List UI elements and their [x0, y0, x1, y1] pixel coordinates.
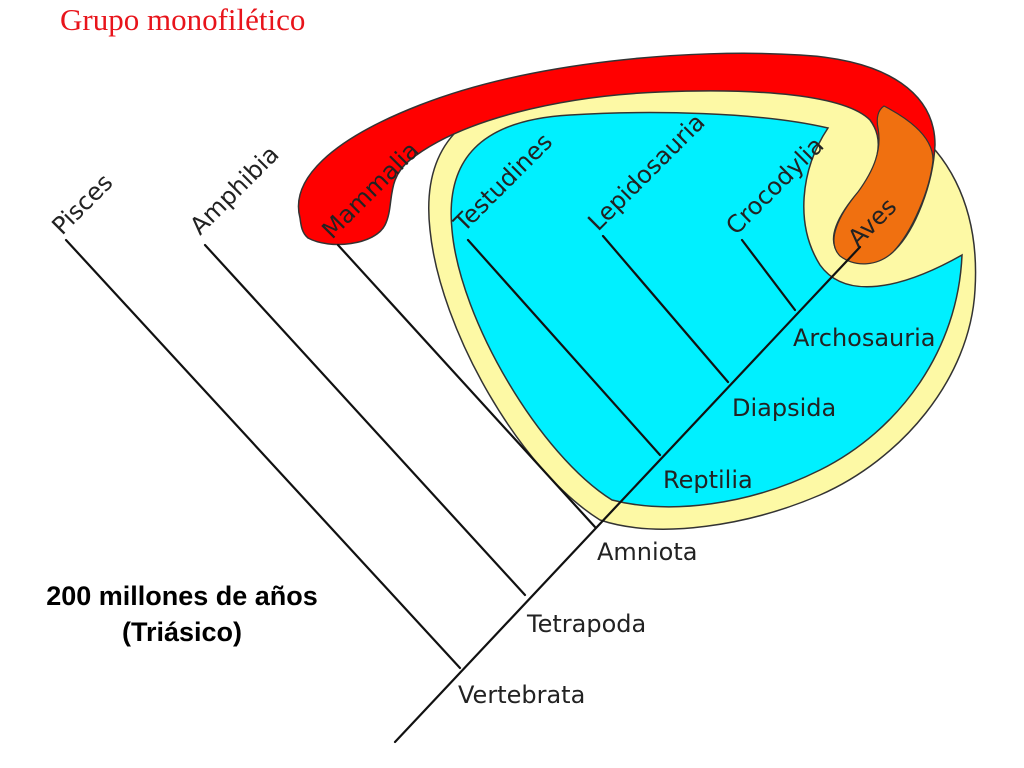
page-title: Grupo monofilético — [60, 2, 306, 37]
taxon-pisces: Pisces — [46, 168, 118, 240]
node-amniota: Amniota — [597, 538, 697, 566]
caption-line-1: 200 millones de años — [46, 581, 318, 611]
time-caption: 200 millones de años (Triásico) — [10, 578, 354, 650]
taxon-amphibia: Amphibia — [184, 140, 284, 240]
node-diapsida: Diapsida — [732, 394, 836, 422]
tree-lines — [64, 234, 862, 744]
node-archosauria: Archosauria — [793, 324, 936, 352]
backbone-line — [393, 245, 862, 744]
branch-mammalia — [336, 243, 597, 529]
node-tetrapoda: Tetrapoda — [526, 610, 646, 638]
branch-testudines — [466, 238, 662, 457]
branch-lepidosauria — [601, 234, 730, 384]
reptilia-region — [450, 111, 963, 508]
branch-amphibia — [203, 243, 527, 597]
node-vertebrata: Vertebrata — [458, 681, 585, 709]
branch-pisces — [64, 238, 462, 670]
node-reptilia: Reptilia — [663, 466, 753, 494]
aves-overlap — [833, 105, 934, 265]
caption-line-2: (Triásico) — [121, 617, 243, 647]
branch-crocodylia — [740, 238, 797, 312]
